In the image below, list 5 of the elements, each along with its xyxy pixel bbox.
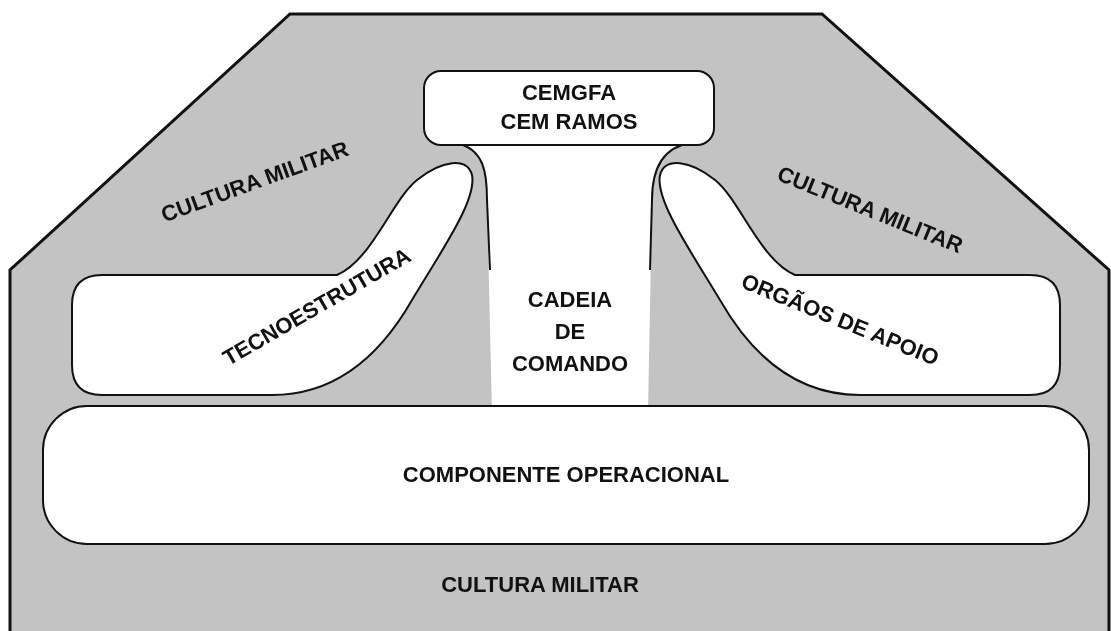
culture-label: CULTURA MILITAR <box>441 571 639 600</box>
node-label: CADEIA DE COMANDO <box>511 286 629 378</box>
apex-box <box>423 70 715 146</box>
node-label: CEMGFA CEM RAMOS <box>499 79 639 136</box>
node-label: COMPONENTE OPERACIONAL <box>401 461 731 490</box>
